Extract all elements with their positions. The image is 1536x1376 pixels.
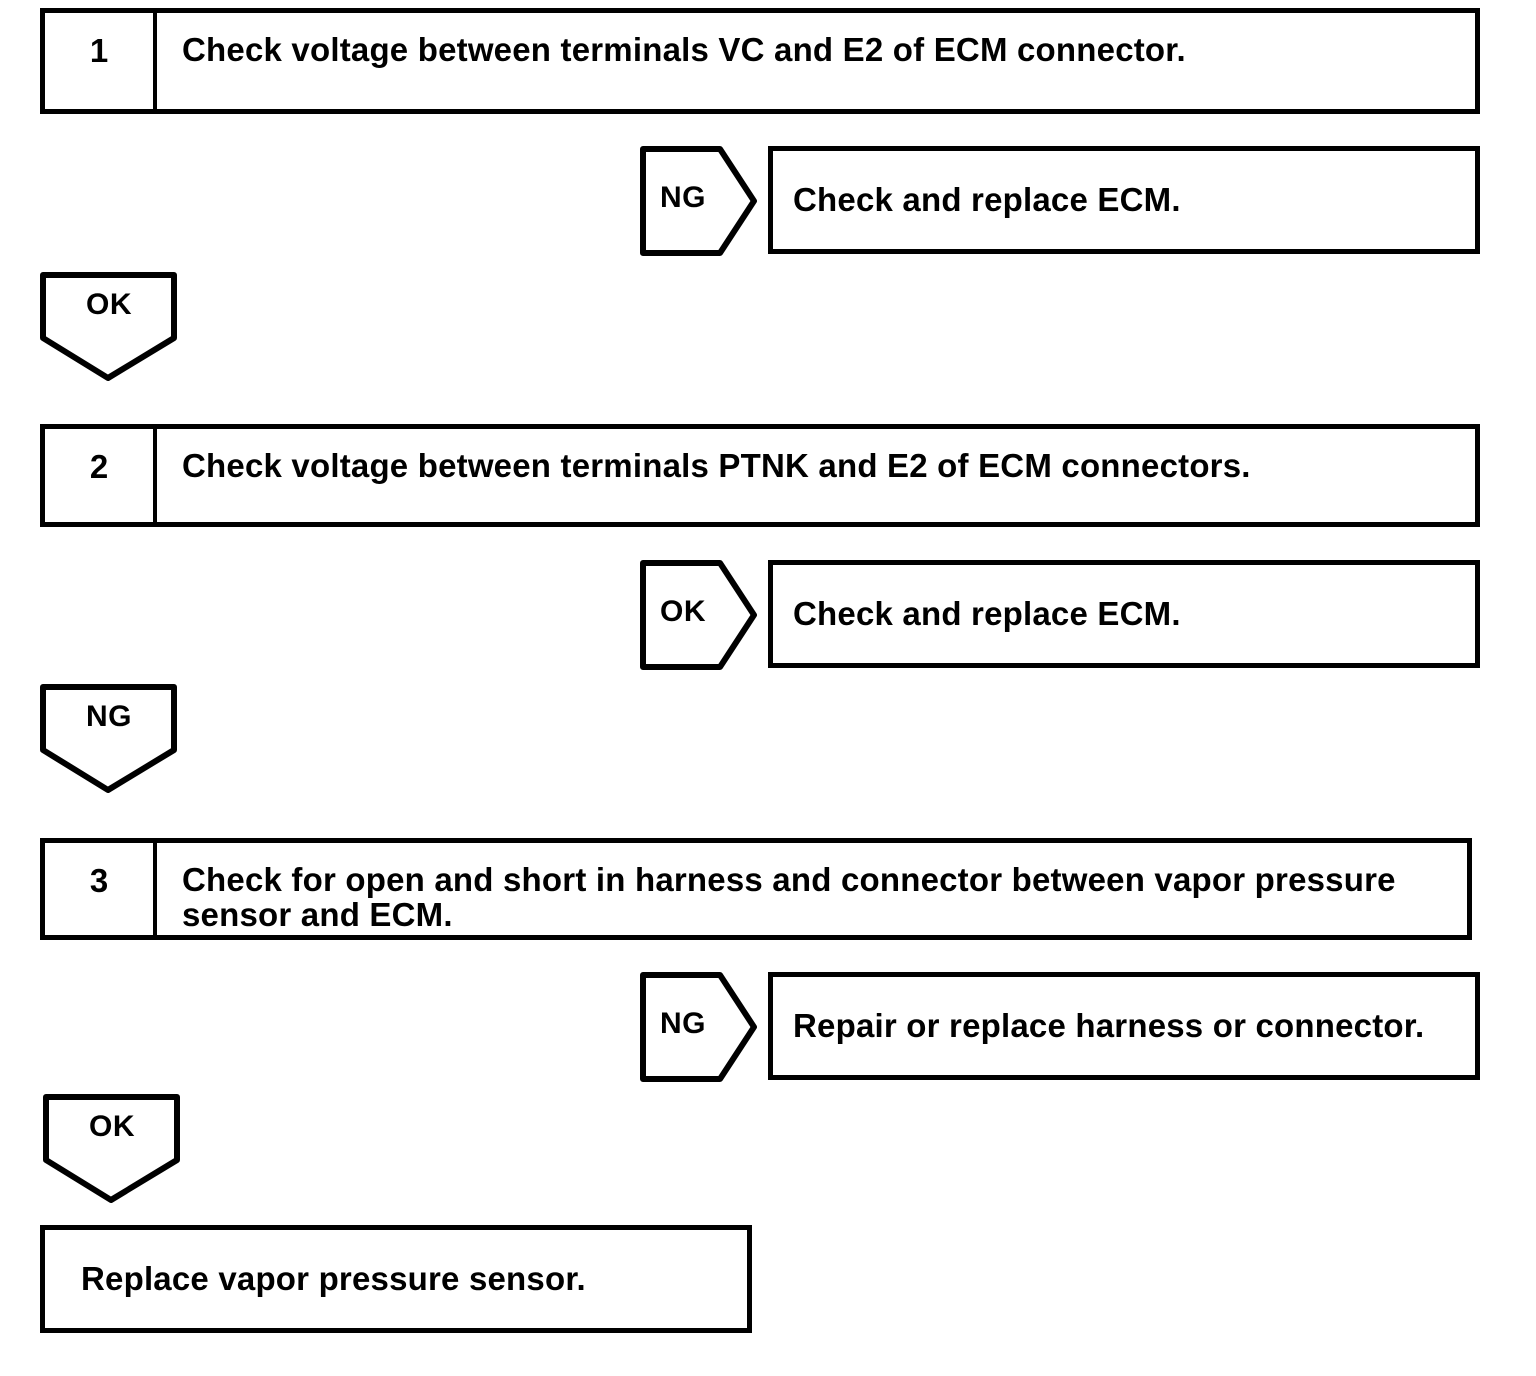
flow-connector-3: OK bbox=[43, 1094, 181, 1204]
step-text: Check voltage between terminals PTNK and… bbox=[182, 447, 1251, 484]
branch-arrow: NG bbox=[640, 972, 758, 1082]
step-number: 1 bbox=[45, 13, 157, 109]
final-action-text: Replace vapor pressure sensor. bbox=[81, 1260, 586, 1297]
action-text: Check and replace ECM. bbox=[793, 595, 1181, 632]
action-box: Repair or replace harness or connector. bbox=[768, 972, 1480, 1080]
step-text: Check voltage between terminals VC and E… bbox=[182, 31, 1186, 68]
flow-connector-2: NG bbox=[40, 684, 178, 794]
connector-label: OK bbox=[86, 288, 132, 321]
arrow-down-icon bbox=[43, 1094, 180, 1203]
flow-connector-1: OK bbox=[40, 272, 178, 382]
branch-label: NG bbox=[660, 1007, 706, 1040]
branch-arrow: OK bbox=[640, 560, 758, 670]
step-number: 2 bbox=[45, 429, 157, 522]
connector-label: OK bbox=[89, 1110, 135, 1143]
branch-label: OK bbox=[660, 595, 706, 628]
action-text: Repair or replace harness or connector. bbox=[793, 1007, 1425, 1044]
step-box-3: 3 Check for open and short in harness an… bbox=[40, 838, 1472, 940]
step-number: 3 bbox=[45, 843, 157, 935]
arrow-right-icon bbox=[640, 560, 757, 670]
decision-branch-1: NG Check and replace ECM. bbox=[640, 146, 1480, 258]
connector-label: NG bbox=[86, 700, 132, 733]
branch-arrow: NG bbox=[640, 146, 758, 256]
action-text: Check and replace ECM. bbox=[793, 181, 1181, 218]
final-action-box: Replace vapor pressure sensor. bbox=[40, 1225, 752, 1333]
branch-label: NG bbox=[660, 181, 706, 214]
arrow-down-icon bbox=[40, 684, 177, 793]
arrow-right-icon bbox=[640, 972, 757, 1082]
decision-branch-2: OK Check and replace ECM. bbox=[640, 560, 1480, 672]
arrow-right-icon bbox=[640, 146, 757, 256]
arrow-down-icon bbox=[40, 272, 177, 381]
step-box-1: 1 Check voltage between terminals VC and… bbox=[40, 8, 1480, 114]
decision-branch-3: NG Repair or replace harness or connecto… bbox=[640, 972, 1480, 1084]
step-box-2: 2 Check voltage between terminals PTNK a… bbox=[40, 424, 1480, 527]
step-text: Check for open and short in harness and … bbox=[182, 861, 1396, 934]
action-box: Check and replace ECM. bbox=[768, 146, 1480, 254]
action-box: Check and replace ECM. bbox=[768, 560, 1480, 668]
